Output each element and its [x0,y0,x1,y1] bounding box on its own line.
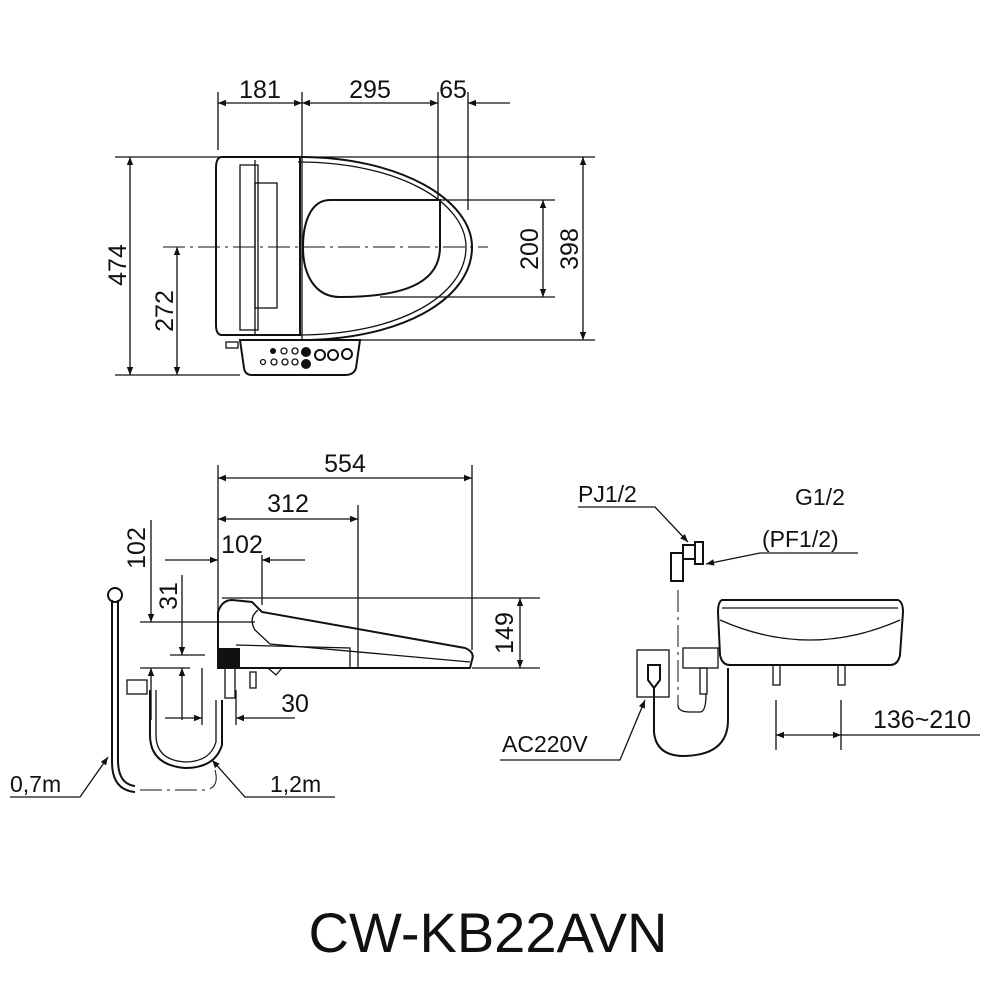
dim-312-label: 312 [267,490,309,518]
g-label: G1/2 [795,484,845,510]
dim-102h-label: 102 [221,531,263,559]
power-label: AC220V [502,731,588,757]
hose-leader [10,756,109,798]
dim-295-label: 295 [349,76,391,104]
cord-length-label: 1,2m [270,771,321,797]
dim-65-label: 65 [439,76,467,104]
dim-554-label: 554 [324,450,366,478]
pj-leader [578,506,689,543]
dim-31-label: 31 [155,582,183,610]
valve [670,541,704,582]
extension-lines [115,92,595,376]
dim-181-label: 181 [239,76,281,104]
dim-272-label: 272 [151,290,179,332]
cord-leader [211,759,335,798]
range-label: 136~210 [873,706,971,734]
dim-30-label: 30 [281,690,309,718]
power-leader [500,699,646,761]
hoses [107,587,223,793]
pf-label: (PF1/2) [762,526,839,552]
side-view: 554 312 102 102 31 149 30 0,7m 1,2m [10,450,540,798]
pj-label: PJ1/2 [578,481,637,507]
top-view: 181 295 65 474 272 200 398 [104,76,595,376]
dim-474-label: 474 [104,244,132,286]
seat-outline [215,156,474,341]
control-panel [225,339,362,376]
power-socket [636,649,729,758]
dim-149-label: 149 [491,612,519,654]
model-title: CW-KB22AVN [309,901,668,964]
dim-200-label: 200 [516,228,544,270]
pf-leader [705,552,858,566]
seat-front [677,599,905,713]
hose-length-label: 0,7m [10,771,61,797]
seat-profile [217,598,474,699]
front-view: 136~210 PJ1/2 G1/2 (PF1/2) AC220V [500,481,980,761]
dim-102v-label: 102 [123,527,151,569]
extension-lines [140,465,540,725]
dim-398-label: 398 [556,228,584,270]
